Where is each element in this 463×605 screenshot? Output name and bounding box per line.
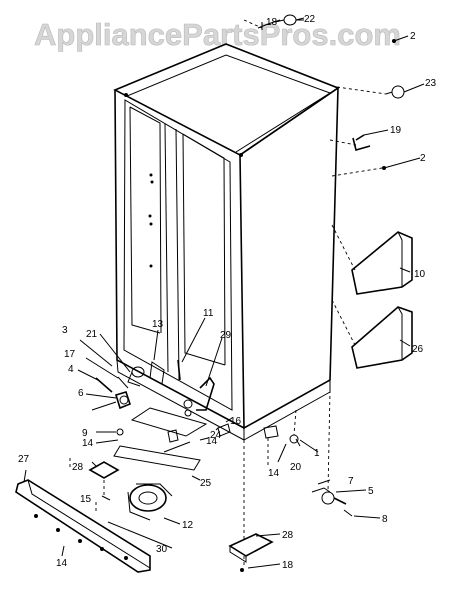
callout-4: 4 xyxy=(68,364,74,375)
callout-23: 23 xyxy=(425,78,437,89)
callout-3: 3 xyxy=(62,325,68,336)
callout-25: 25 xyxy=(200,478,212,489)
callout-14-left: 14 xyxy=(82,438,94,449)
callout-29: 29 xyxy=(220,330,232,341)
callout-18-top: 18 xyxy=(266,17,278,28)
callout-14-bottom: 14 xyxy=(56,558,68,569)
callout-14-right: 14 xyxy=(268,468,280,479)
callout-12: 12 xyxy=(182,520,194,531)
assembly-lines xyxy=(69,19,387,568)
callout-6: 6 xyxy=(78,388,84,399)
callout-10: 10 xyxy=(414,269,426,280)
callout-19: 19 xyxy=(390,125,402,136)
hinge-parts xyxy=(257,14,405,170)
callout-15: 15 xyxy=(80,494,92,505)
callout-16: 16 xyxy=(230,416,242,427)
callout-8: 8 xyxy=(382,514,388,525)
callout-17: 17 xyxy=(64,349,76,360)
callout-22: 22 xyxy=(304,14,316,25)
callout-28-right: 28 xyxy=(282,530,294,541)
callout-9: 9 xyxy=(82,428,88,439)
callout-28-left: 28 xyxy=(72,462,84,473)
leader-lines xyxy=(23,17,425,569)
callout-21: 21 xyxy=(86,329,98,340)
callout-2-mid: 2 xyxy=(420,153,426,164)
bottom-hardware xyxy=(15,359,353,573)
panel-26 xyxy=(351,306,413,369)
callout-27: 27 xyxy=(18,454,30,465)
callout-2-top: 2 xyxy=(410,31,416,42)
callout-1: 1 xyxy=(314,448,320,459)
callout-11: 11 xyxy=(203,308,214,319)
callout-13: 13 xyxy=(152,319,164,330)
callout-24: 24 xyxy=(210,430,222,441)
callout-30: 30 xyxy=(156,544,168,555)
callout-26: 26 xyxy=(412,344,424,355)
callout-18-bottom: 18 xyxy=(282,560,294,571)
callout-5: 5 xyxy=(368,486,374,497)
panel-10 xyxy=(351,231,413,295)
refrigerator-cabinet xyxy=(113,43,340,441)
callout-20: 20 xyxy=(290,462,302,473)
callout-7: 7 xyxy=(348,476,354,487)
callout-14-center: 14 xyxy=(206,436,218,447)
watermark: AppliancePartsPros.com xyxy=(34,17,401,52)
callout-numbers: 2 2 3 4 5 6 7 8 9 10 11 12 13 14 14 14 1… xyxy=(18,14,437,571)
